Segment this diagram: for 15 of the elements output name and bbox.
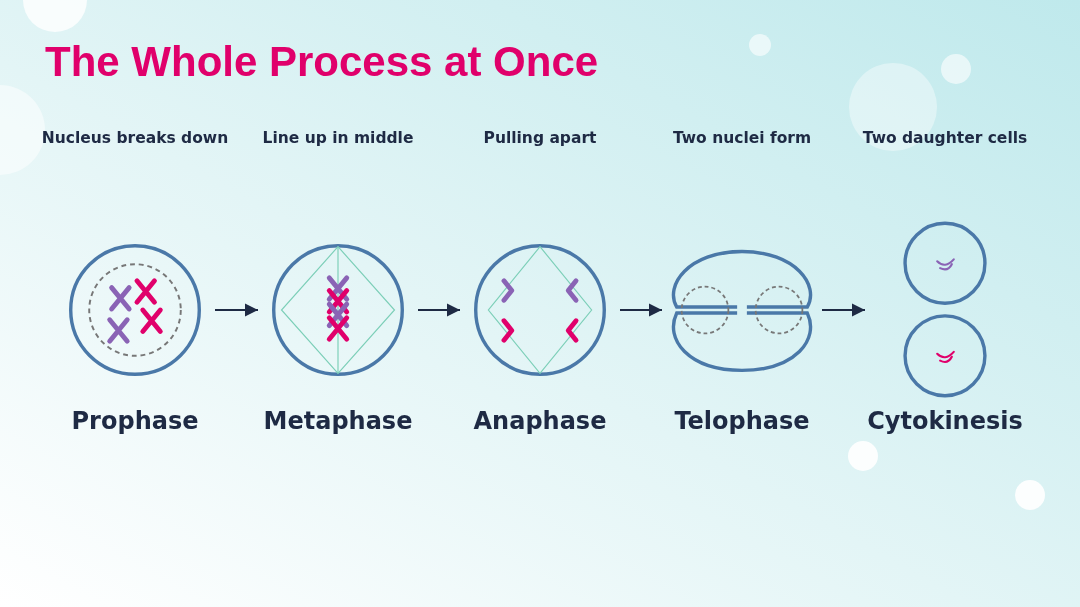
arrow <box>418 303 460 317</box>
stage-name: Prophase <box>71 407 199 435</box>
stage-caption: Pulling apart <box>483 129 597 147</box>
stage-caption: Two nuclei form <box>672 129 812 147</box>
slide-title: The Whole Process at Once <box>45 38 599 86</box>
arrow <box>620 303 662 317</box>
arrow <box>822 303 865 317</box>
stage-caption: Two daughter cells <box>862 129 1028 147</box>
stage-caption: Nucleus breaks down <box>41 129 229 147</box>
stage-name: Anaphase <box>473 407 607 435</box>
stage-caption: Line up in middle <box>262 129 414 147</box>
stage-name: Telophase <box>674 407 810 435</box>
stage-name: Cytokinesis <box>867 407 1023 435</box>
stage-name: Metaphase <box>263 407 413 435</box>
arrow <box>215 303 258 317</box>
